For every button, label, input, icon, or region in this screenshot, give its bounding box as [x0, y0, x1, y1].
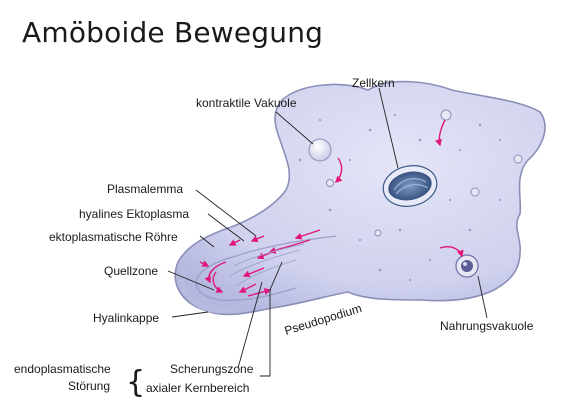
page-title: Amöboide Bewegung [22, 16, 324, 49]
label-endoplasmatische: endoplasmatische [14, 362, 111, 376]
label-nahrungsvakuole: Nahrungsvakuole [440, 319, 534, 333]
label-stoerung: Störung [68, 379, 110, 393]
label-scherungszone: Scherungszone [170, 362, 254, 376]
hyalinkappe-region [180, 267, 237, 314]
label-zellkern: Zellkern [352, 76, 395, 90]
small-vacuoles [326, 109, 523, 237]
food-vacuole [455, 254, 479, 278]
cell-body [174, 80, 546, 316]
leader-lines [167, 87, 488, 377]
cytoplasm-granules [298, 114, 501, 281]
label-axialer-kernbereich: axialer Kernbereich [146, 381, 249, 395]
curly-brace: { [126, 365, 145, 400]
label-hyalinkappe: Hyalinkappe [93, 311, 159, 325]
label-hyalines-ektoplasma: hyalines Ektoplasma [79, 207, 189, 221]
label-plasmalemma: Plasmalemma [107, 182, 183, 196]
nucleus [382, 165, 438, 207]
contractile-vacuole [308, 138, 332, 162]
ectoplasmic-tube-outline [195, 235, 337, 301]
streaming-arrows [199, 119, 464, 297]
label-ektoplasmatische-roehre: ektoplasmatische Röhre [49, 230, 178, 244]
label-pseudopodium: Pseudopodium [283, 301, 364, 338]
endoplasm-flow-lines [229, 243, 305, 287]
label-kontraktile-vakuole: kontraktile Vakuole [196, 96, 297, 110]
label-quellzone: Quellzone [104, 264, 158, 278]
